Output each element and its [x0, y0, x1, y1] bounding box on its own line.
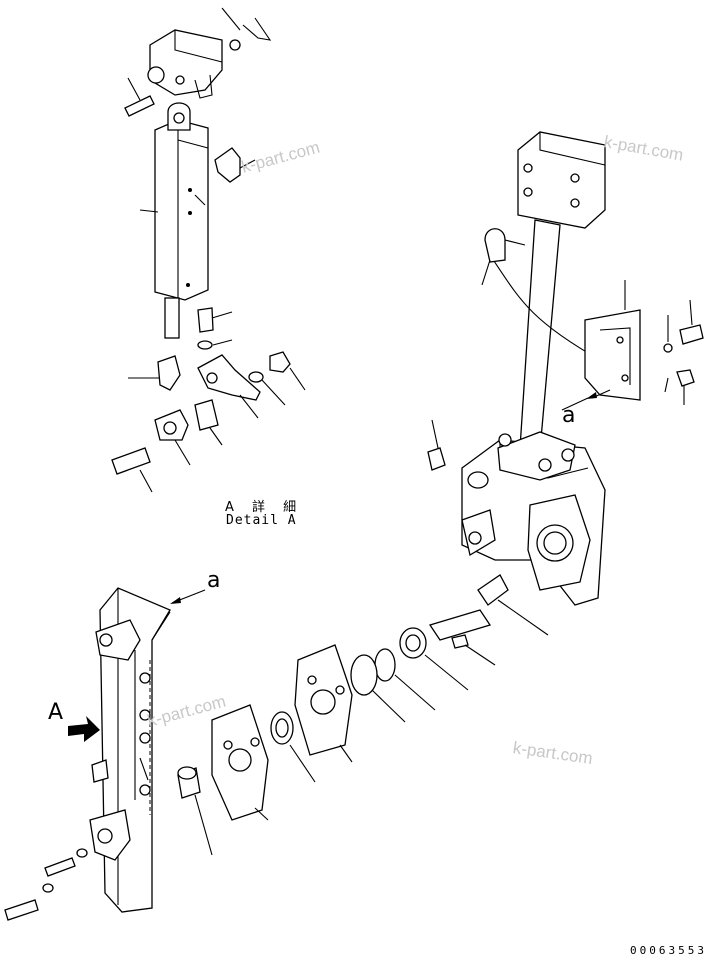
gasket-ring [350, 654, 378, 696]
plug [427, 447, 446, 471]
hydraulic-cylinder [154, 102, 209, 339]
valve-bracket-top [517, 131, 606, 229]
bushing [194, 399, 219, 431]
shaft [428, 609, 492, 641]
valve-body [461, 431, 606, 606]
right-washer [663, 343, 673, 353]
washer-lower-1 [76, 848, 88, 858]
washer-small [197, 340, 213, 350]
detail-label-en: Detail A [226, 513, 297, 528]
o-ring-top [467, 471, 489, 489]
ref-letter-a-lower-right: a [562, 403, 576, 428]
bolt-small [197, 307, 214, 333]
nut [269, 351, 291, 373]
mounting-plate [89, 587, 171, 913]
clevis-bracket [197, 354, 261, 401]
hose-fitting [484, 228, 506, 263]
drawing-number: 00063553 [630, 944, 707, 957]
washer-mid [248, 371, 264, 383]
o-ring [374, 648, 396, 682]
detail-label-jp: A 詳 細 [225, 500, 304, 515]
rod-end [157, 355, 181, 391]
bolt-lower-1 [44, 857, 76, 877]
vertical-pipe [519, 219, 561, 451]
pipe-clamp-bracket [584, 309, 641, 401]
view-arrow-label: A [48, 700, 64, 725]
tube-line [489, 254, 601, 361]
pin-top [242, 17, 272, 41]
upper-pin [124, 95, 155, 117]
right-nut [676, 369, 695, 387]
shaft-head [477, 574, 509, 606]
upper-bracket [147, 29, 223, 99]
view-arrow-icon [68, 716, 100, 742]
lower-bolt [111, 447, 151, 475]
bolt-lower-2 [4, 899, 39, 921]
ref-letter-a-lower-left: a [207, 568, 221, 593]
washer-lower-2 [42, 883, 54, 893]
right-bolt [679, 324, 704, 345]
key [451, 634, 469, 649]
washer-top [229, 39, 241, 51]
grease-fitting [214, 147, 241, 183]
